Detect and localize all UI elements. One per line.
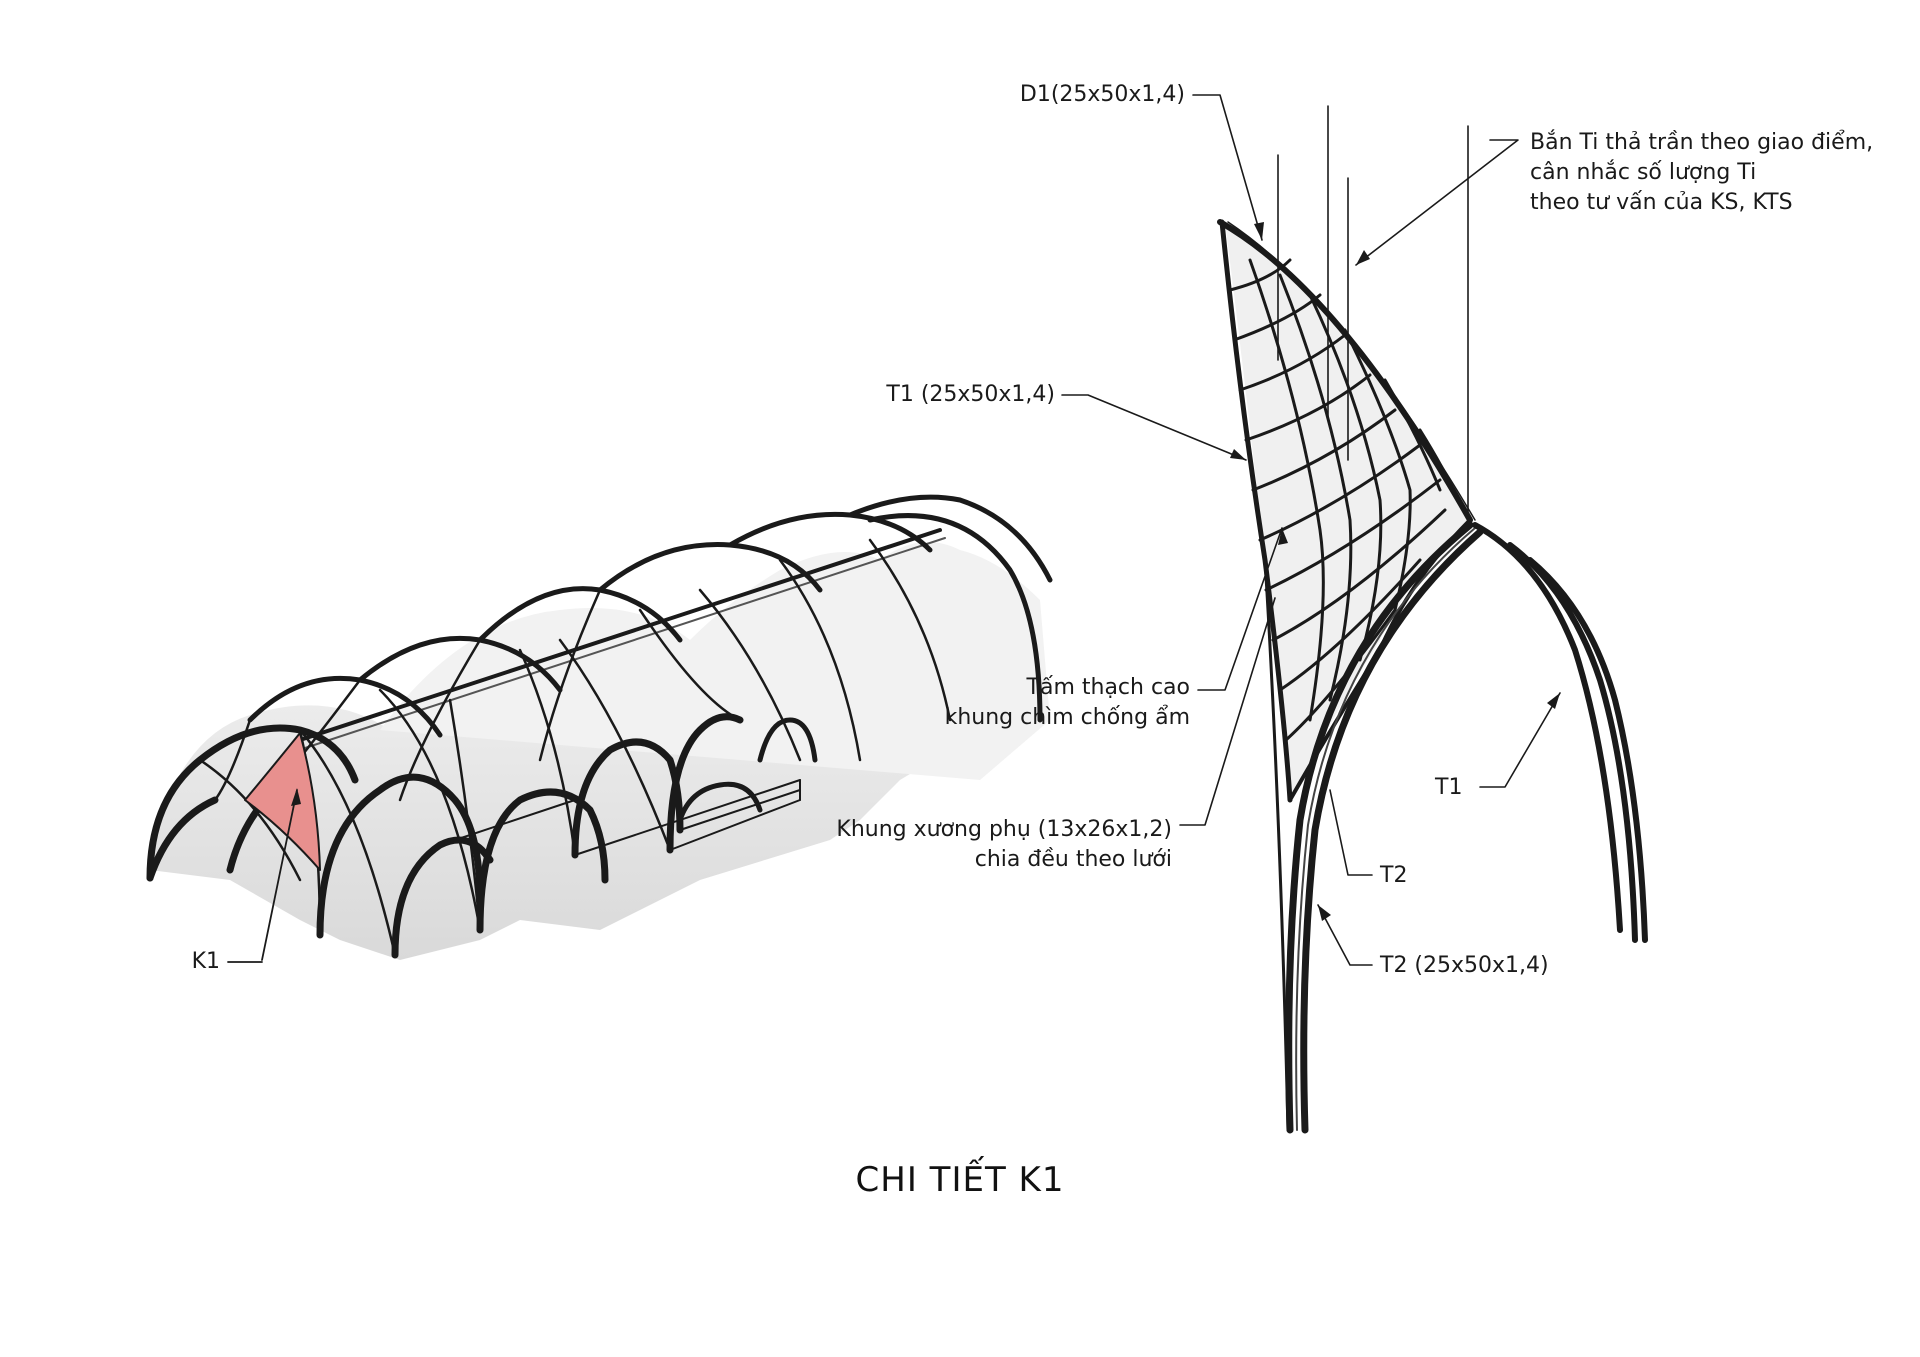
label-t2: T2 (1380, 863, 1408, 888)
leader-lines (1061, 94, 1561, 966)
t2-leg-inner (1295, 527, 1476, 1131)
label-subframe-line1: Khung xương phụ (13x26x1,2) (836, 817, 1172, 842)
hanger-rods (1277, 105, 1469, 521)
label-subframe-line2: chia đều theo lưới (974, 847, 1172, 872)
label-gypsum-line1: Tấm thạch cao (1026, 675, 1190, 700)
t2-curved-legs (1285, 521, 1484, 1134)
end-small-arches (677, 717, 818, 823)
label-t1-spec: T1 (25x50x1,4) (886, 382, 1055, 407)
vault-ceiling-isometric (146, 494, 1053, 963)
k1-highlight-panel (244, 732, 321, 871)
t1-edge-beam (1219, 219, 1293, 803)
front-arches (146, 713, 744, 959)
base-frame (439, 779, 801, 856)
label-gypsum-line2: khung chìm chống ẩm (944, 705, 1190, 730)
subframe-grid (1228, 258, 1460, 742)
label-ti-line1: Bắn Ti thả trần theo giao điểm, (1530, 130, 1874, 155)
label-d1: D1(25x50x1,4) (1019, 82, 1185, 107)
ridge-beam (298, 528, 942, 742)
t1-edge-lower (1263, 558, 1290, 1132)
t1-curved-legs (1472, 522, 1648, 943)
k1-detail-drawing (1061, 94, 1648, 1134)
label-t1: T1 (1435, 775, 1463, 800)
label-ti-line2: cân nhắc số lượng Ti (1530, 160, 1757, 185)
k1-arrowhead (291, 788, 301, 806)
label-t2-spec: T2 (25x50x1,4) (1380, 953, 1549, 978)
label-k1: K1 (191, 949, 220, 974)
leader-arrowheads (1230, 222, 1560, 921)
k1-pointer-arrow (261, 789, 298, 961)
drawing-title: CHI TIẾT K1 (855, 1160, 1065, 1200)
end-vault-profile (867, 513, 1043, 723)
ridge-beam-shadow (304, 537, 946, 749)
d1-beam (1217, 219, 1473, 523)
label-ti-line3: theo tư vấn của KS, KTS (1530, 190, 1793, 215)
groin-ribs (198, 538, 952, 957)
